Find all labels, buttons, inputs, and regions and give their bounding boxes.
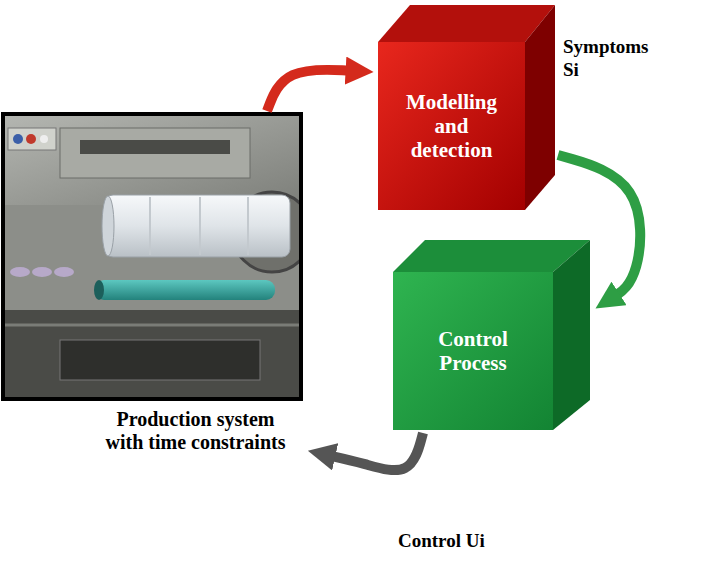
- spool-stripe: [247, 197, 249, 255]
- machine-rail: [4, 324, 300, 327]
- machine-base: [4, 310, 300, 398]
- box-label: Control Process: [418, 327, 528, 375]
- box-side-face: [525, 5, 555, 210]
- blue-button: [13, 134, 23, 144]
- roller-end: [94, 280, 104, 300]
- white-button: [40, 135, 48, 143]
- photo-content: [4, 115, 300, 398]
- machine-mechanism: [60, 128, 250, 178]
- process-box: Control Process: [393, 240, 590, 430]
- flow-arrow: [267, 70, 354, 111]
- node-content: Production system with time constraints: [88, 408, 303, 454]
- photo-background: [4, 115, 300, 398]
- signal-label: Control Ui: [398, 530, 548, 553]
- bobbin-cup: [32, 267, 52, 277]
- production-system: Production system with time constraints: [0, 113, 303, 454]
- node-content: Modelling and detection: [378, 42, 525, 210]
- node-content: Control Process: [393, 272, 553, 430]
- flow-arrow: [327, 433, 423, 470]
- red-button: [26, 134, 36, 144]
- box-label: Modelling and detection: [397, 90, 507, 162]
- box-front-face: [378, 42, 525, 210]
- yarn-spool: [105, 195, 290, 257]
- caption-text: Production system with time constraints: [101, 408, 291, 454]
- process-box: Modelling and detection: [378, 5, 555, 210]
- bobbin-cup: [54, 267, 74, 277]
- collection-tray: [60, 340, 260, 380]
- control-panel: [8, 128, 56, 150]
- box-front-face: [393, 272, 553, 430]
- edge-label-box: Symptoms Si: [563, 36, 668, 82]
- teal-roller: [95, 280, 275, 300]
- photo-frame: [3, 114, 301, 399]
- spool-stripe: [149, 197, 151, 255]
- box-side-face: [553, 240, 590, 430]
- machine-housing: [4, 115, 300, 205]
- edge-label-box: Control Ui: [398, 530, 548, 553]
- machine-slot: [80, 140, 230, 154]
- spool-end: [102, 196, 114, 256]
- spool-stripe: [199, 197, 201, 255]
- signal-label: Symptoms Si: [563, 36, 668, 82]
- box-top-face: [378, 5, 555, 42]
- bobbin-cup: [10, 267, 30, 277]
